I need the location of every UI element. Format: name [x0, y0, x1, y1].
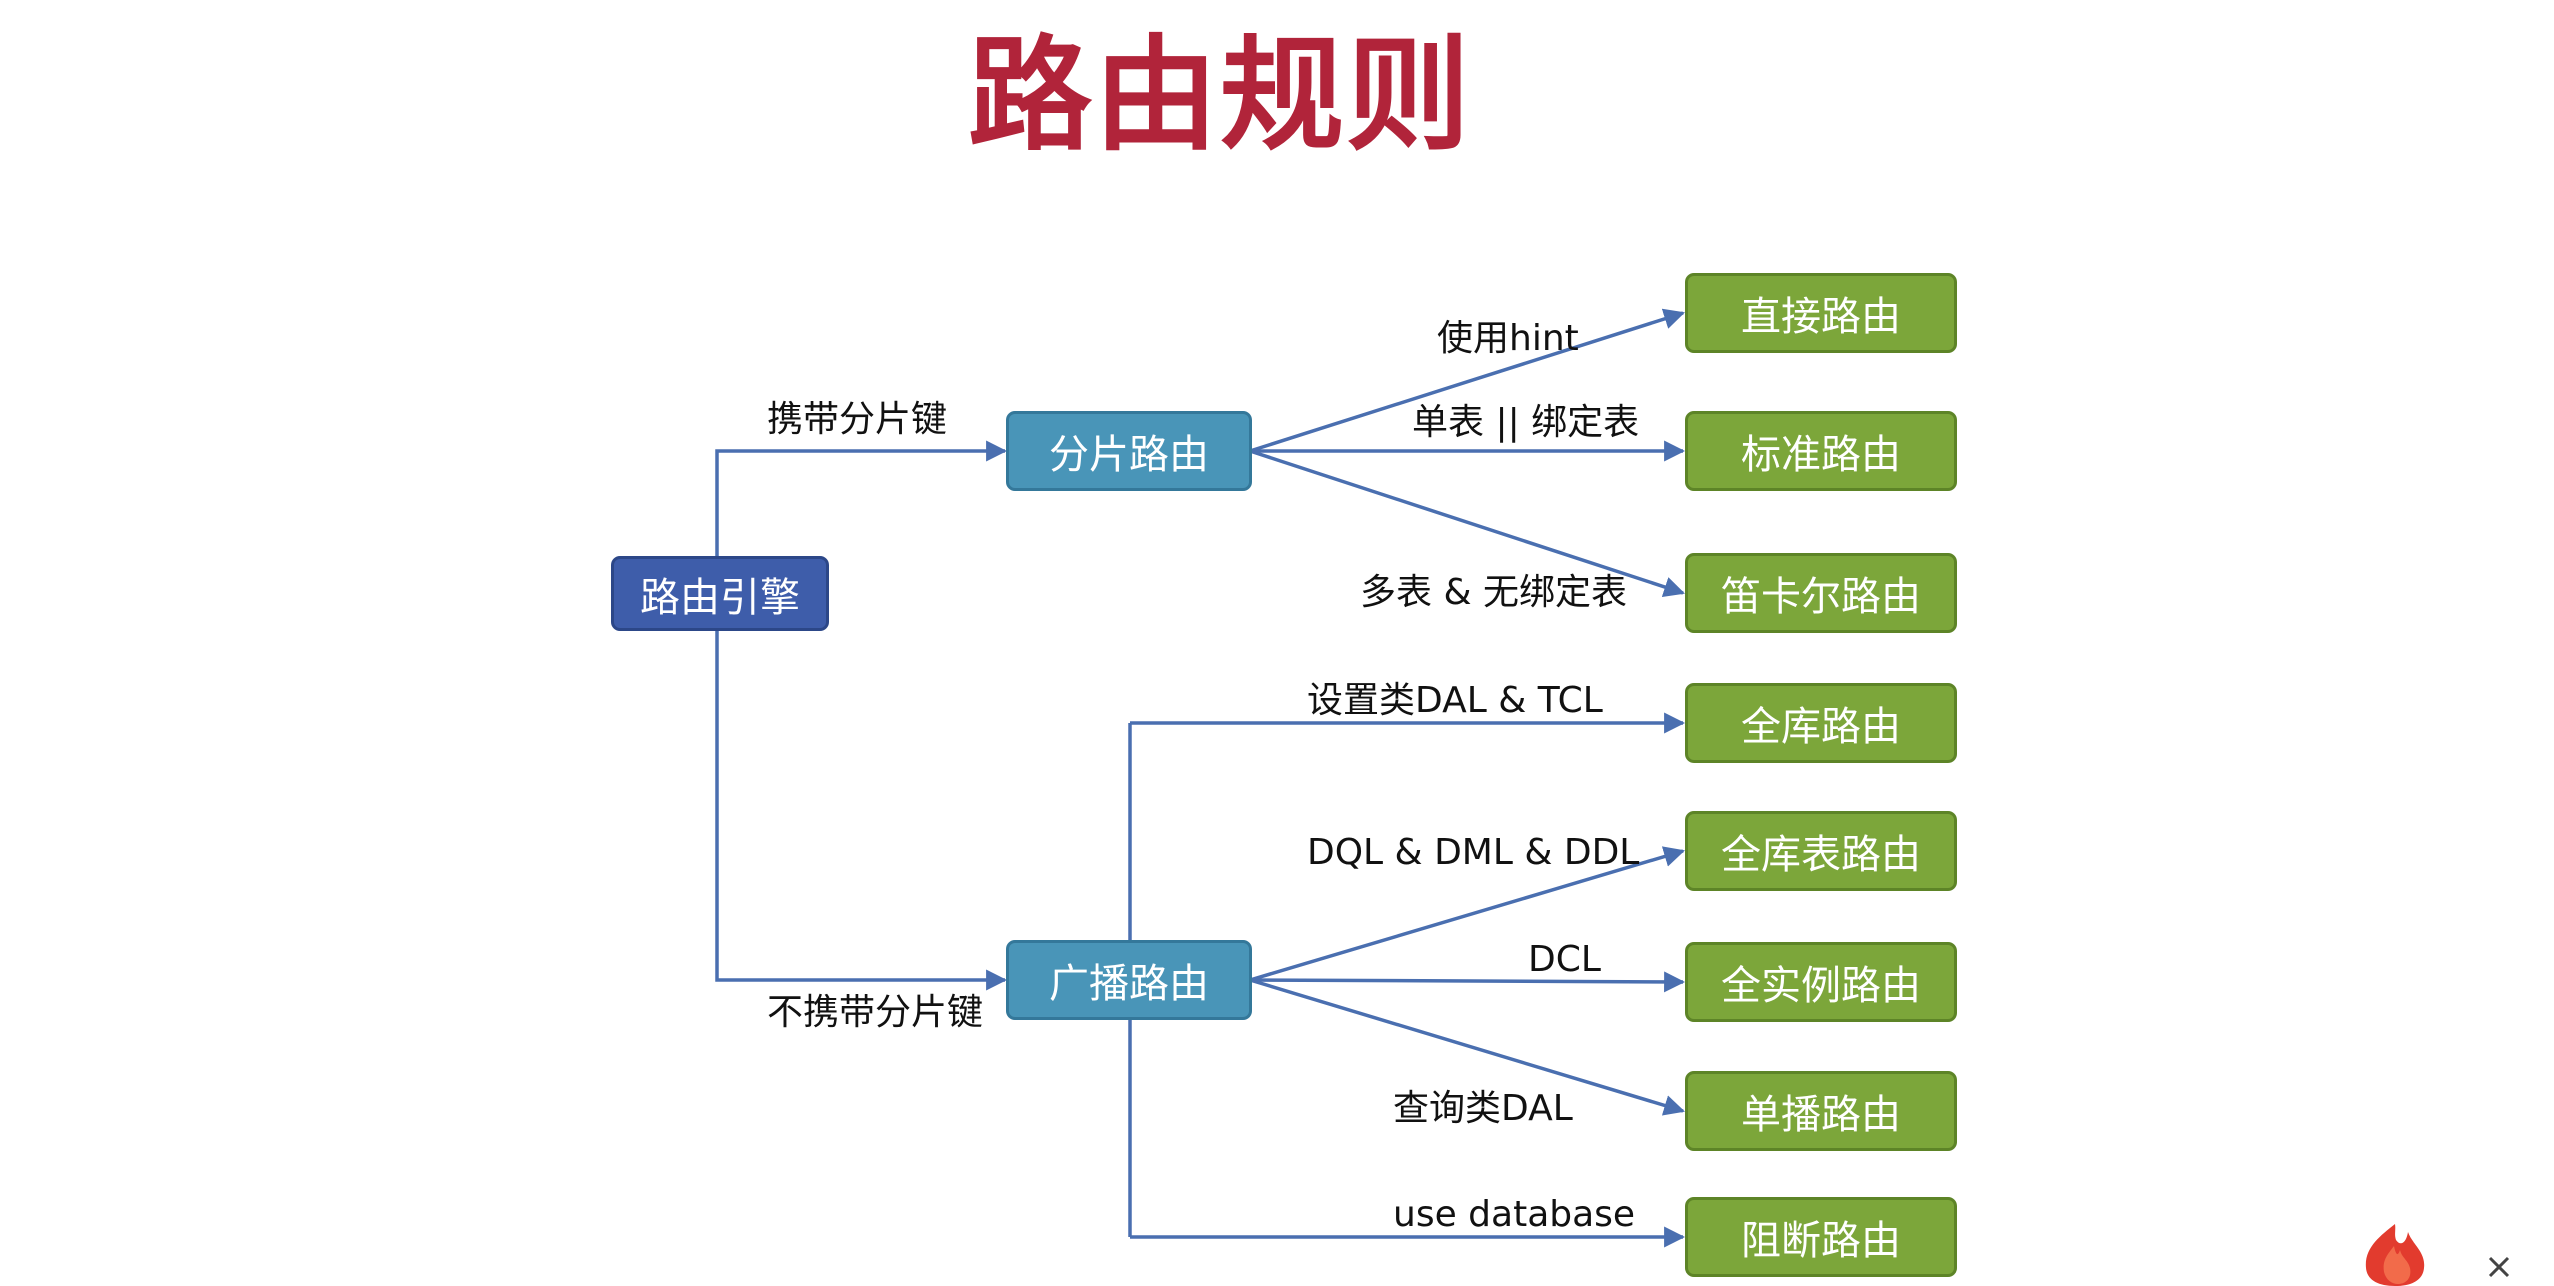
close-icon	[2488, 1256, 2510, 1278]
label-dcl: DCL	[1528, 939, 1601, 980]
edge-broadcast-unicast	[1249, 978, 1686, 1116]
label-multi-unbound: 多表 & 无绑定表	[1360, 572, 1627, 613]
label-with-shard-key: 携带分片键	[767, 399, 948, 440]
node-unicast-route: 单播路由	[1685, 1071, 1957, 1151]
node-ignore-route: 阻断路由	[1685, 1197, 1957, 1277]
edge-broadcast-database-table	[1249, 846, 1686, 982]
label-query-dal: 查询类DAL	[1393, 1088, 1573, 1129]
label-dql-dml-ddl: DQL & DML & DDL	[1307, 832, 1640, 873]
edge-broadcast-instance	[1249, 971, 1686, 993]
edge-sharding-cartesian	[1249, 449, 1685, 598]
label-use-database: use database	[1393, 1194, 1636, 1235]
node-broadcast-route: 广播路由	[1006, 940, 1252, 1020]
node-direct-route: 直接路由	[1685, 273, 1957, 353]
edge-root-sharding	[715, 440, 1008, 556]
node-database-table-route: 全库表路由	[1685, 811, 1957, 891]
node-database-broadcast-route: 全库路由	[1685, 683, 1957, 763]
node-instance-route: 全实例路由	[1685, 942, 1957, 1022]
node-sharding-route: 分片路由	[1006, 411, 1252, 491]
edge-root-broadcast	[715, 631, 1008, 991]
edge-sharding-direct	[1249, 308, 1686, 453]
label-dal-tcl: 设置类DAL & TCL	[1307, 680, 1603, 721]
node-standard-route: 标准路由	[1685, 411, 1957, 491]
label-without-shard-key: 不携带分片键	[767, 992, 984, 1033]
label-single-or-binding: 单表 || 绑定表	[1412, 402, 1640, 443]
page-title: 路由规则	[967, 24, 1472, 168]
label-use-hint: 使用hint	[1437, 318, 1579, 359]
node-routing-engine: 路由引擎	[611, 556, 829, 631]
node-cartesian-route: 笛卡尔路由	[1685, 553, 1957, 633]
flame-logo-icon	[2365, 1224, 2425, 1286]
